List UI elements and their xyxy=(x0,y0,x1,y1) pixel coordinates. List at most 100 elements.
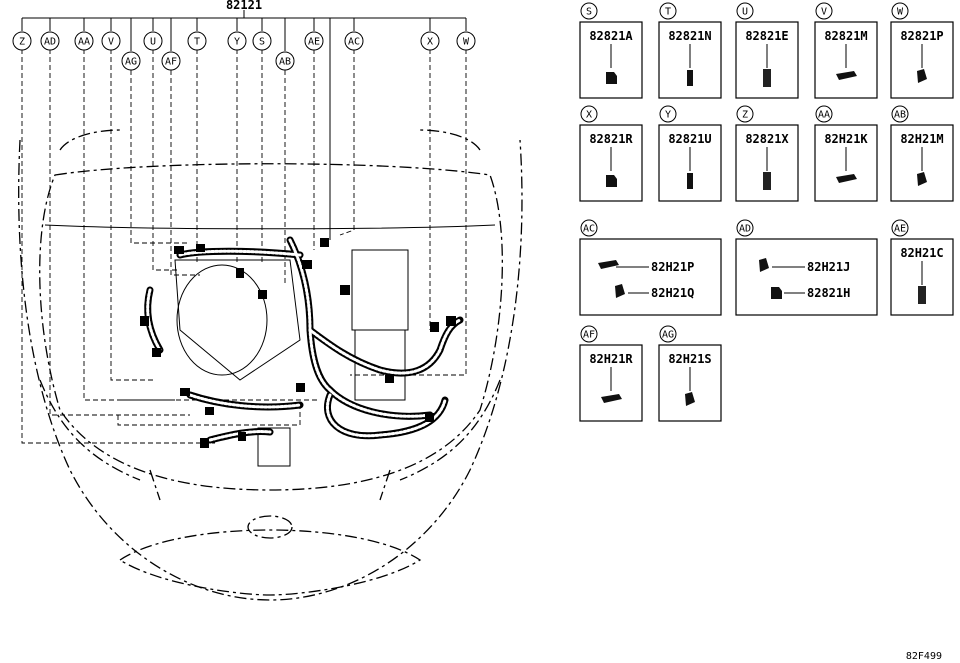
part-box-y: Y 82821U xyxy=(658,105,722,202)
connector-icon xyxy=(918,286,926,304)
box-letter: AF xyxy=(583,330,595,341)
part-box-ag: AG 82H21S xyxy=(658,325,722,422)
outer-body-line xyxy=(18,139,523,601)
part-box-ab: AB 82H21M xyxy=(890,105,954,202)
callout-label: AG xyxy=(125,57,137,68)
connector-icon xyxy=(615,284,625,298)
part-box-z: Z 82821X xyxy=(735,105,799,202)
callout-label: X xyxy=(427,37,433,48)
engine-block xyxy=(174,259,301,381)
lower-bracket xyxy=(257,427,291,467)
callout-label: AB xyxy=(279,57,291,68)
connector-icon xyxy=(687,70,693,86)
box-letter: W xyxy=(897,7,904,18)
part-number: 82821M xyxy=(824,29,867,43)
connector-icon xyxy=(917,69,927,83)
connector-icon xyxy=(685,392,695,406)
windshield-line xyxy=(44,224,496,230)
emblem xyxy=(247,515,293,539)
box-letter: Y xyxy=(665,110,671,121)
callout-label: Y xyxy=(234,37,240,48)
callout-label: AC xyxy=(348,37,360,48)
callout-t: T xyxy=(187,31,207,51)
part-box-ac: AC 82H21P 82H21Q xyxy=(579,219,722,316)
callout-y: Y xyxy=(227,31,247,51)
part-number: 82H21C xyxy=(900,246,943,260)
connector-icon xyxy=(836,71,857,80)
box-letter: AB xyxy=(894,110,906,121)
callout-s: S xyxy=(252,31,272,51)
part-number: 82821U xyxy=(668,132,711,146)
box-letter: AC xyxy=(583,224,595,235)
callout-aa: AA xyxy=(74,31,94,51)
callout-v: V xyxy=(101,31,121,51)
part-number: 82821R xyxy=(589,132,633,146)
callout-w: W xyxy=(456,31,476,51)
callout-label: U xyxy=(150,37,156,48)
part-number: 82821E xyxy=(745,29,788,43)
connector-icon xyxy=(759,258,769,272)
part-number: 82H21S xyxy=(668,352,711,366)
callout-label: W xyxy=(463,37,470,48)
connector-icon xyxy=(601,394,622,403)
part-number: 82H21P xyxy=(651,260,694,274)
connector-icon xyxy=(687,173,693,189)
box-letter: Z xyxy=(742,110,748,121)
harness-connectors xyxy=(140,238,456,448)
part-number: 82821A xyxy=(589,29,633,43)
reference-code: 82F499 xyxy=(906,651,942,662)
part-number: 82H21J xyxy=(807,260,850,274)
box-letter: AG xyxy=(662,330,674,341)
callout-label: T xyxy=(194,37,200,48)
callout-label: V xyxy=(108,37,114,48)
part-box-v: V 82821M xyxy=(814,2,878,99)
engine-bay-components xyxy=(174,249,409,467)
part-box-t: T 82821N xyxy=(658,2,722,99)
box-letter: T xyxy=(665,7,671,18)
grille-line-left xyxy=(149,469,161,501)
callout-u: U xyxy=(143,31,163,51)
connector-icon xyxy=(606,175,617,187)
callout-label: AF xyxy=(165,57,177,68)
callout-label: AE xyxy=(308,37,320,48)
hood-front-line xyxy=(39,163,503,491)
connector-icon xyxy=(763,69,771,87)
wire-harness xyxy=(144,236,464,444)
box-letter: V xyxy=(821,7,827,18)
engine-cover xyxy=(176,264,268,376)
box-letter: X xyxy=(586,110,592,121)
harness-leader-lines xyxy=(21,49,467,444)
callout-af: AF xyxy=(161,51,181,71)
connector-icon xyxy=(763,172,771,190)
callout-ac: AC xyxy=(344,31,364,51)
part-number: 82H21M xyxy=(900,132,943,146)
connector-icon xyxy=(606,72,617,84)
box-letter: U xyxy=(742,7,748,18)
callout-label: AD xyxy=(44,37,56,48)
parts-legend: S82821AT82821NU82821EV82821MW82821PX8282… xyxy=(579,2,954,422)
callout-label: S xyxy=(259,37,265,48)
battery-outline xyxy=(351,249,409,331)
connector-icon xyxy=(917,172,927,186)
relay-block xyxy=(354,329,406,401)
vehicle-outline xyxy=(18,129,523,601)
part-number: 82H21K xyxy=(824,132,868,146)
callout-ab: AB xyxy=(275,51,295,71)
box-letter: AD xyxy=(739,224,751,235)
headlamp-right xyxy=(399,379,501,481)
connector-icon xyxy=(771,287,782,299)
part-number: 82821X xyxy=(745,132,789,146)
callout-ae: AE xyxy=(304,31,324,51)
callout-ag: AG xyxy=(121,51,141,71)
callout-label: Z xyxy=(19,37,25,48)
hood-crease-right xyxy=(419,129,481,151)
callout-label: AA xyxy=(78,37,90,48)
part-number: 82H21Q xyxy=(651,286,694,300)
part-box-x: X 82821R xyxy=(579,105,643,202)
part-number: 82821N xyxy=(668,29,711,43)
main-part-bracket xyxy=(21,10,467,240)
